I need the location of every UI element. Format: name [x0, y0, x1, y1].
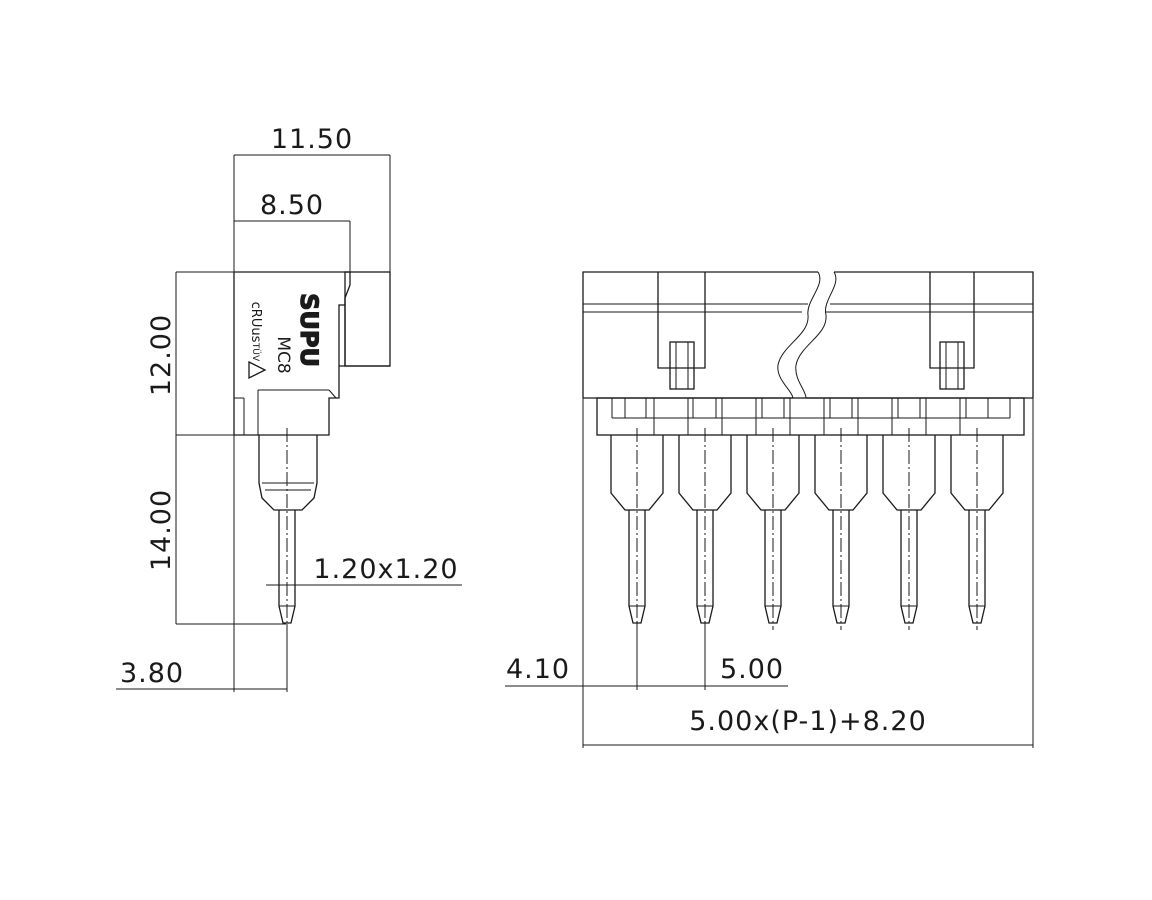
- body-markings: SUPU MC8 cRUus TÜV: [248, 292, 324, 380]
- dimension-total-length: 5.00x(P-1)+8.20: [582, 398, 1034, 748]
- front-housing: [582, 271, 1034, 399]
- dimension-first-pin-and-pitch: 4.10 5.00: [505, 623, 788, 690]
- side-view: 11.50 8.50 SUPU MC8 cRUus TÜV: [116, 124, 462, 692]
- front-pin: [814, 428, 868, 630]
- dimension-width-body: 8.50: [234, 190, 351, 285]
- dimension-pin-offset: 3.80: [116, 435, 288, 692]
- dim-label-pin-offset: 3.80: [120, 658, 184, 689]
- dim-label-height-body: 12.00: [146, 314, 177, 396]
- dimension-width-total: 11.50: [233, 124, 391, 272]
- dim-label-pin-length: 14.00: [146, 489, 177, 571]
- side-body: [233, 271, 391, 436]
- ul-cert-mark: cRUus: [248, 302, 263, 343]
- side-pin: [258, 428, 318, 630]
- dim-label-width-body: 8.50: [260, 190, 324, 221]
- front-pins: [610, 428, 1004, 630]
- front-pin: [746, 428, 800, 630]
- model-mark: MC8: [273, 336, 293, 373]
- front-pin: [882, 428, 936, 630]
- tuv-cert-mark: TÜV: [250, 342, 261, 362]
- triangle-warning-icon: [248, 360, 267, 380]
- dimension-pin-length: 14.00: [146, 435, 286, 625]
- front-pin: [950, 428, 1004, 630]
- dim-label-total-length: 5.00x(P-1)+8.20: [689, 706, 927, 737]
- front-ribs: [624, 398, 989, 435]
- front-pin: [678, 428, 732, 630]
- dim-label-first-pin-offset: 4.10: [506, 654, 570, 685]
- dim-label-width-total: 11.50: [271, 124, 353, 155]
- dim-label-pin-size: 1.20x1.20: [313, 554, 458, 585]
- brand-mark: SUPU: [295, 293, 323, 367]
- front-view: 4.10 5.00 5.00x(P-1)+8.20: [505, 271, 1034, 748]
- front-lower-block: [596, 397, 1025, 436]
- front-pin: [610, 428, 664, 630]
- dimension-pin-size: 1.20x1.20: [266, 554, 462, 586]
- dimension-height-body: 12.00: [146, 271, 234, 436]
- dim-label-pitch: 5.00: [720, 654, 784, 685]
